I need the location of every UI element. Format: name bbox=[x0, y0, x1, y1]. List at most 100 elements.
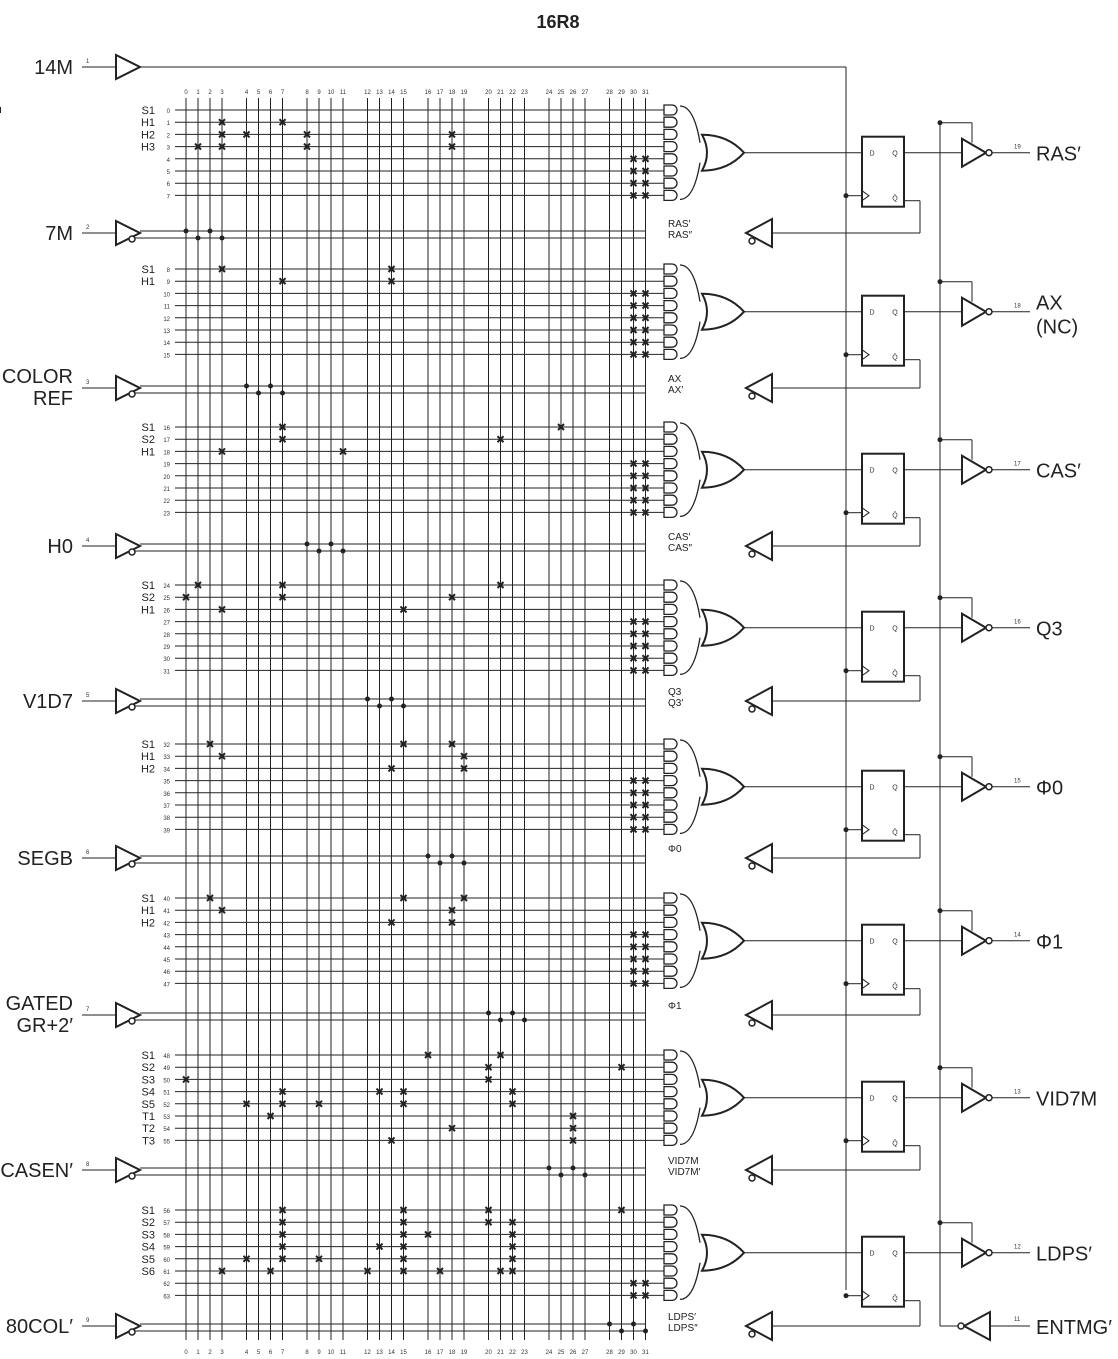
fuse-stroke bbox=[278, 435, 287, 443]
fuse-x-mark bbox=[484, 1218, 493, 1226]
column-number: 18 bbox=[449, 1350, 456, 1356]
flipflop-icon bbox=[861, 923, 905, 996]
fuse-x-mark bbox=[399, 1230, 408, 1239]
inverter-bubble-icon bbox=[748, 392, 756, 400]
fuse-x-mark bbox=[508, 1087, 517, 1096]
fuse-stroke bbox=[496, 1267, 505, 1275]
fuse-stroke bbox=[641, 301, 650, 310]
fuse-x-mark bbox=[496, 581, 505, 589]
input-buffer-icon bbox=[115, 53, 143, 81]
fuse-x-mark bbox=[641, 813, 650, 821]
term-label: H2 bbox=[141, 129, 155, 141]
fuse-x-mark bbox=[508, 1218, 517, 1226]
term-label: S1 bbox=[142, 739, 155, 751]
connection-dot bbox=[510, 1010, 515, 1016]
fuse-stroke bbox=[218, 265, 226, 273]
fuse-stroke bbox=[629, 289, 638, 298]
and-gate-icon bbox=[663, 774, 678, 787]
and-gate-icon bbox=[663, 177, 678, 189]
fuse-x-mark bbox=[460, 752, 468, 760]
fuse-x-mark bbox=[629, 776, 638, 785]
fuse-stroke bbox=[641, 979, 650, 988]
fuse-stroke bbox=[218, 142, 226, 151]
wiring-layer bbox=[82, 66, 1030, 1340]
fuse-stroke bbox=[278, 1218, 287, 1226]
and-gate-icon bbox=[663, 445, 678, 458]
inverter-bubble-icon bbox=[128, 1328, 136, 1336]
fuse-x-mark bbox=[641, 979, 650, 988]
and-gate-icon bbox=[663, 153, 678, 165]
fuse-x-mark bbox=[484, 1075, 493, 1084]
term-label: T3 bbox=[142, 1135, 155, 1147]
term-number: 14 bbox=[163, 341, 170, 347]
column-number: 17 bbox=[437, 90, 444, 96]
or-gate-icon bbox=[700, 921, 746, 960]
fuse-stroke bbox=[629, 350, 638, 359]
input-buffer-icon bbox=[115, 1312, 143, 1340]
term-label: S3 bbox=[142, 1074, 155, 1086]
fuse-x-mark bbox=[629, 943, 638, 951]
gate-bracket bbox=[679, 1050, 701, 1146]
fuse-x-mark bbox=[629, 459, 638, 468]
fuse-x-mark bbox=[448, 142, 456, 151]
fuse-x-mark bbox=[387, 764, 396, 773]
term-label: S1 bbox=[142, 1050, 155, 1062]
term-label: S5 bbox=[142, 1254, 155, 1266]
fuse-stroke bbox=[218, 605, 226, 614]
fuse-stroke bbox=[629, 930, 638, 939]
feedback-buffer-icon bbox=[743, 1310, 773, 1342]
and-gate-icon bbox=[663, 104, 678, 116]
feedback-label: RAS″ bbox=[668, 230, 693, 241]
or-gate-icon bbox=[700, 292, 746, 331]
flipflop-icon bbox=[861, 135, 905, 208]
pin-number: 6 bbox=[86, 850, 90, 856]
flipflop-qbar-label: Q̄ bbox=[892, 670, 898, 678]
gate-bracket bbox=[679, 739, 701, 835]
gate-bracket bbox=[679, 264, 701, 360]
inverter-bubble-icon bbox=[985, 148, 993, 157]
fuse-x-mark bbox=[218, 752, 226, 760]
pin-number: 5 bbox=[86, 693, 90, 699]
fuse-stroke bbox=[641, 350, 650, 359]
connection-dot bbox=[937, 754, 943, 760]
term-number: 13 bbox=[163, 329, 170, 335]
fuse-stroke bbox=[641, 191, 650, 200]
fuse-x-mark bbox=[278, 435, 287, 443]
column-number: 3 bbox=[220, 90, 224, 96]
and-gate-icon bbox=[663, 116, 678, 128]
fuse-stroke bbox=[629, 813, 638, 821]
term-number: 10 bbox=[163, 292, 170, 298]
column-number: 18 bbox=[449, 90, 456, 96]
gate-bracket bbox=[679, 893, 701, 989]
fuse-stroke bbox=[424, 1230, 432, 1239]
fuse-x-mark bbox=[629, 789, 638, 797]
and-gate-icon bbox=[663, 263, 678, 275]
fuse-stroke bbox=[629, 496, 638, 504]
fuse-stroke bbox=[508, 1267, 517, 1275]
fuse-stroke bbox=[266, 1112, 275, 1120]
and-gate-icon bbox=[663, 457, 678, 470]
fuse-stroke bbox=[508, 1255, 517, 1263]
fuse-x-mark bbox=[278, 593, 287, 601]
pin-number: 2 bbox=[86, 225, 90, 231]
fuse-x-mark bbox=[218, 605, 226, 614]
and-gate-icon bbox=[663, 1098, 678, 1110]
fuse-stroke bbox=[641, 630, 650, 638]
term-number: 40 bbox=[163, 897, 170, 903]
fuse-stroke bbox=[641, 179, 650, 187]
term-number: 23 bbox=[163, 511, 170, 517]
term-number: 51 bbox=[163, 1091, 170, 1097]
column-number: 1 bbox=[196, 90, 200, 96]
fuse-x-mark bbox=[629, 930, 638, 939]
and-gate-icon bbox=[663, 128, 678, 141]
fuse-stroke bbox=[399, 1100, 408, 1108]
fuse-stroke bbox=[641, 930, 650, 939]
fuse-stroke bbox=[484, 1075, 493, 1084]
fuse-stroke bbox=[641, 813, 650, 821]
fuse-stroke bbox=[460, 752, 468, 760]
clock-triangle-icon bbox=[861, 977, 870, 990]
fuse-stroke bbox=[569, 1112, 577, 1120]
fuse-stroke bbox=[278, 1206, 287, 1214]
fuse-stroke bbox=[448, 1124, 456, 1132]
term-number: 17 bbox=[163, 438, 170, 444]
